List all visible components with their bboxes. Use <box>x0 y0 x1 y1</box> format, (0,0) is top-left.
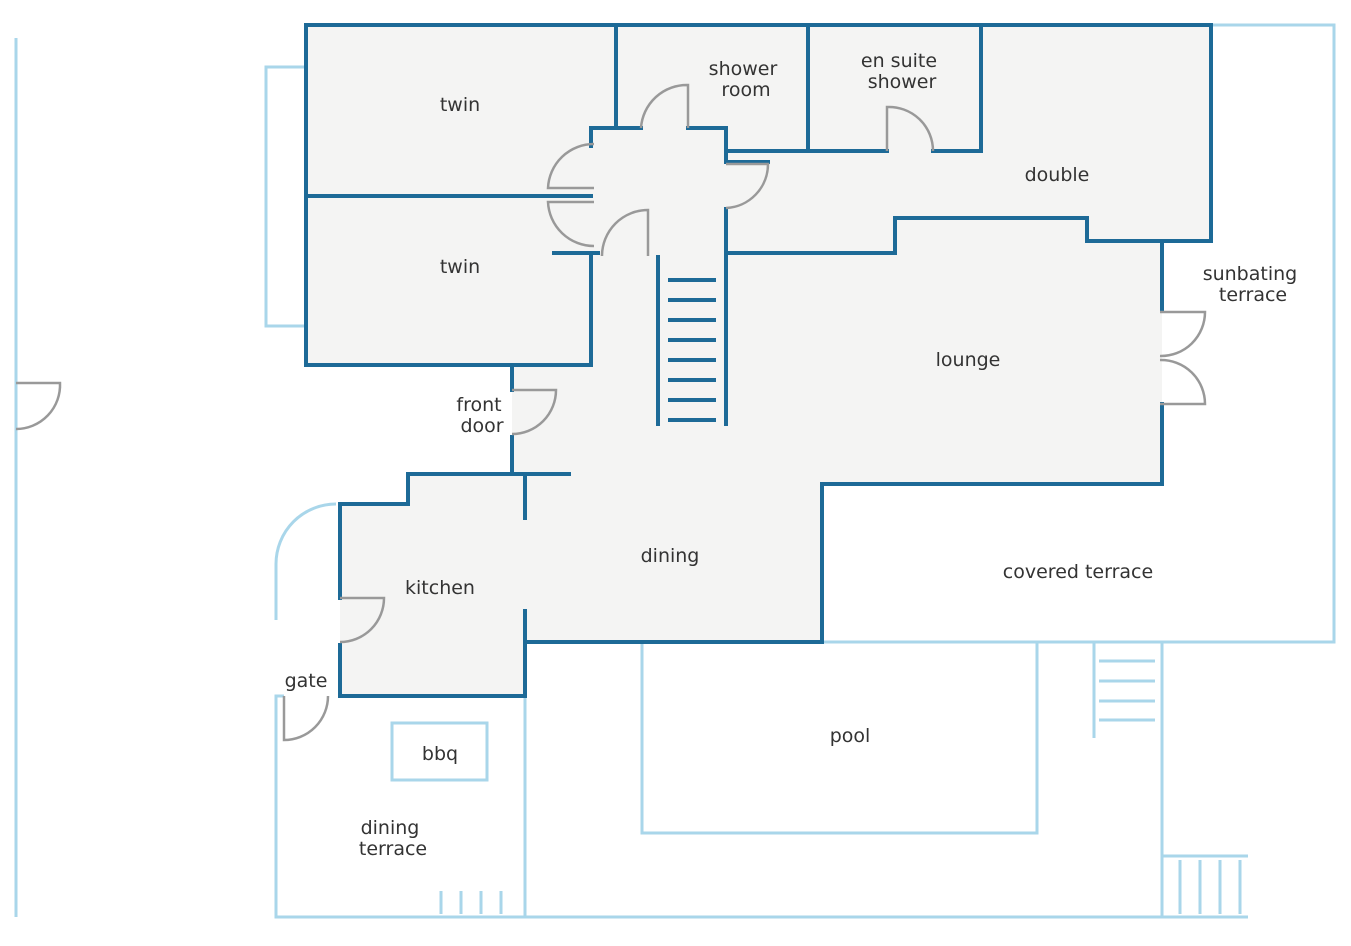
staircase <box>656 255 728 426</box>
outdoor-outlines <box>14 23 1336 919</box>
label-dining-terrace: dining terrace <box>359 817 427 860</box>
label-sunbathing-terrace: sunbating terrace <box>1203 263 1304 306</box>
label-front-door: front door <box>456 394 507 437</box>
label-shower-room: shower room <box>709 58 784 101</box>
bbq-outline <box>390 721 489 782</box>
label-double: double <box>1025 164 1090 186</box>
label-twin-bottom: twin <box>440 256 480 278</box>
pool-outline <box>640 640 1039 835</box>
label-en-suite-shower: en suite shower <box>861 50 943 93</box>
label-lounge: lounge <box>936 349 1001 371</box>
label-pool: pool <box>830 725 871 747</box>
room-labels: twin twin shower room en suite shower do… <box>285 50 1304 860</box>
label-dining: dining <box>641 545 700 567</box>
label-gate: gate <box>285 670 328 692</box>
walls <box>304 23 1213 698</box>
label-twin-top: twin <box>440 94 480 116</box>
door-swings <box>15 83 1207 742</box>
interior-floor <box>306 25 1211 696</box>
label-bbq: bbq <box>422 743 458 765</box>
label-covered-terrace: covered terrace <box>1003 561 1153 583</box>
label-kitchen: kitchen <box>405 577 475 599</box>
